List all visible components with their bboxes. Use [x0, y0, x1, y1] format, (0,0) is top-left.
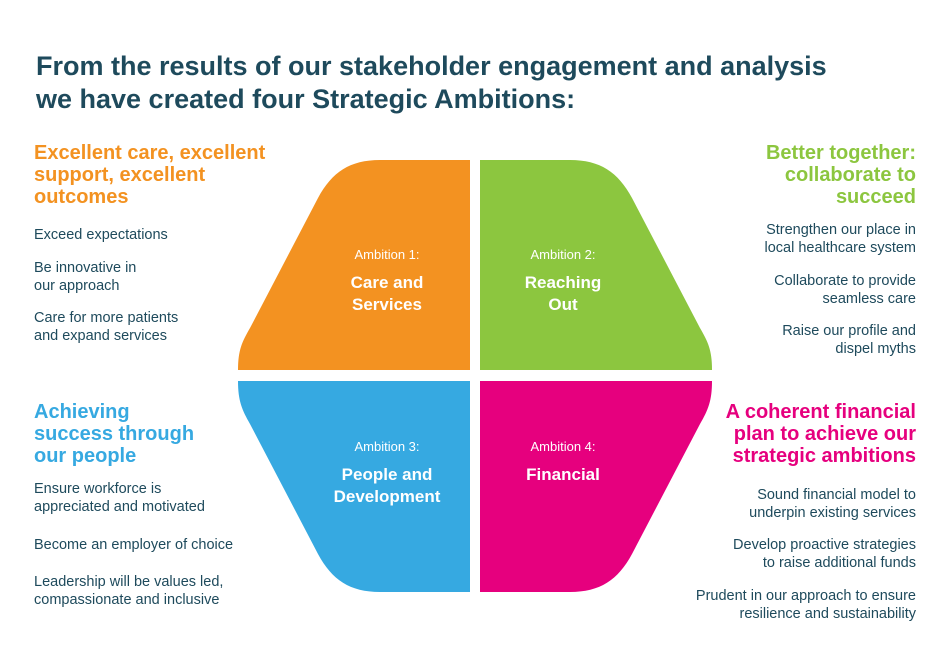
reaching-item-2: Collaborate to provide seamless care	[774, 272, 916, 308]
ambition-2-quadrant	[480, 160, 712, 370]
page-title-line-1: From the results of our stakeholder enga…	[36, 51, 827, 81]
financial-heading: A coherent financial plan to achieve our…	[726, 401, 916, 467]
care-item-3-line-2: and expand services	[34, 328, 167, 344]
care-item-2: Be innovative in our approach	[34, 259, 136, 295]
ambition-1-name-line-2: Services	[352, 295, 422, 314]
care-heading-line-1: Excellent care, excellent	[34, 142, 266, 164]
ambition-1-quadrant	[238, 160, 470, 370]
financial-item-3-line-1: Prudent in our approach to ensure	[695, 588, 916, 604]
financial-item-1-line-2: underpin existing services	[749, 505, 916, 521]
ambition-1-name-line-1: Care and	[351, 273, 424, 292]
ambition-2-name-line-2: Out	[548, 295, 578, 314]
people-item-1-line-1: Ensure workforce is	[34, 481, 162, 497]
people-heading-line-3: our people	[34, 445, 137, 467]
financial-item-2-line-2: to raise additional funds	[762, 555, 916, 571]
people-item-2: Become an employer of choice	[34, 536, 233, 554]
care-item-3-line-1: Care for more patients	[34, 310, 179, 326]
financial-heading-line-3: strategic ambitions	[732, 445, 916, 467]
care-heading-line-3: outcomes	[34, 186, 129, 208]
care-item-3: Care for more patients and expand servic…	[34, 309, 178, 345]
reaching-heading-line-3: succeed	[835, 186, 916, 208]
reaching-item-1: Strengthen our place in local healthcare…	[764, 221, 916, 257]
financial-item-2-line-1: Develop proactive strategies	[733, 537, 916, 553]
people-item-3-line-1: Leadership will be values led,	[34, 574, 224, 590]
reaching-item-2-line-2: seamless care	[822, 291, 916, 307]
ambition-2-name-line-1: Reaching	[525, 273, 602, 292]
people-item-1-line-2: appreciated and motivated	[34, 499, 205, 515]
financial-item-3-line-2: resilience and sustainability	[739, 606, 916, 622]
reaching-item-1-line-2: local healthcare system	[764, 240, 916, 256]
people-heading-line-2: success through	[34, 423, 195, 445]
care-item-2-line-2: our approach	[34, 278, 120, 294]
care-item-1: Exceed expectations	[34, 226, 168, 244]
people-heading: Achieving success through our people	[34, 401, 194, 467]
care-item-1-line-1: Exceed expectations	[34, 227, 168, 243]
financial-heading-line-1: A coherent financial	[725, 401, 916, 423]
financial-item-1-line-1: Sound financial model to	[757, 487, 916, 503]
ambition-3-name-line-2: Development	[334, 487, 441, 506]
reaching-item-1-line-1: Strengthen our place in	[766, 222, 916, 238]
financial-item-1: Sound financial model to underpin existi…	[749, 486, 916, 522]
financial-heading-line-2: plan to achieve our	[733, 423, 916, 445]
ambition-3-number: Ambition 3:	[354, 439, 419, 454]
people-item-3: Leadership will be values led, compassio…	[34, 573, 223, 609]
reaching-heading: Better together: collaborate to succeed	[766, 142, 916, 208]
ambition-2-number: Ambition 2:	[530, 247, 595, 262]
ambition-1-number: Ambition 1:	[354, 247, 419, 262]
people-item-1: Ensure workforce is appreciated and moti…	[34, 480, 205, 516]
page-title: From the results of our stakeholder enga…	[36, 50, 916, 116]
ambition-4-name-line-1: Financial	[526, 465, 600, 484]
reaching-item-3-line-1: Raise our profile and	[782, 323, 916, 339]
reaching-item-3-line-2: dispel myths	[835, 341, 916, 357]
reaching-item-3: Raise our profile and dispel myths	[782, 322, 916, 358]
reaching-item-2-line-1: Collaborate to provide	[774, 273, 916, 289]
people-item-2-line-1: Become an employer of choice	[34, 537, 234, 553]
reaching-heading-line-2: collaborate to	[784, 164, 916, 186]
people-heading-line-1: Achieving	[34, 401, 130, 423]
reaching-heading-line-1: Better together:	[765, 142, 916, 164]
ambition-3-quadrant	[238, 381, 470, 592]
ambition-4-quadrant	[480, 381, 712, 592]
ambition-4-number: Ambition 4:	[530, 439, 595, 454]
people-item-3-line-2: compassionate and inclusive	[34, 592, 220, 608]
care-item-2-line-1: Be innovative in	[34, 260, 137, 276]
care-heading: Excellent care, excellent support, excel…	[34, 142, 265, 208]
financial-item-2: Develop proactive strategies to raise ad…	[733, 536, 916, 572]
financial-item-3: Prudent in our approach to ensure resili…	[696, 587, 916, 623]
page-title-line-2: we have created four Strategic Ambitions…	[36, 84, 576, 114]
ambition-3-name-line-1: People and	[342, 465, 433, 484]
care-heading-line-2: support, excellent	[34, 164, 206, 186]
